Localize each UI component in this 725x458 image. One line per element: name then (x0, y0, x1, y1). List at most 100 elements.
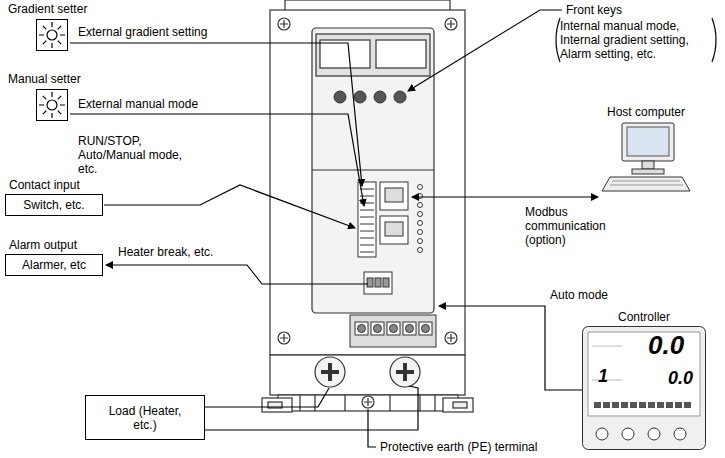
base-heatsink-part (443, 398, 473, 412)
controller-panel-part-part (639, 402, 646, 408)
function-note: Internal manual mode, Internal gradient … (560, 19, 710, 61)
signal-label: RUN/STOP, Auto/Manual mode, etc. (78, 134, 196, 176)
terminal-block-part (355, 322, 368, 335)
power-unit-housing-part (445, 332, 457, 344)
setter-icon (36, 19, 68, 51)
controller-panel-part-part (594, 402, 601, 408)
computer-icon-part (602, 177, 690, 191)
leader-lines-part (439, 306, 582, 390)
connectors-part (418, 230, 423, 235)
connectors-part (418, 248, 423, 253)
controller-panel-part (596, 428, 686, 440)
controller-panel-part-part (675, 402, 682, 408)
connectors (358, 182, 423, 294)
box-heading: Contact input (5, 178, 103, 192)
knob-symbol (37, 20, 67, 50)
power-unit-housing (270, 0, 465, 355)
connectors-part (383, 278, 389, 287)
base-heatsink-part (396, 363, 414, 381)
setter-name: Manual setter (8, 72, 81, 86)
leader-lines (70, 10, 716, 447)
load-box: Load (Heater, etc.) (85, 395, 205, 440)
connectors-part (418, 221, 423, 226)
part-label: Protective earth (PE) terminal (380, 440, 537, 454)
base-heatsink-part (262, 398, 292, 412)
connectors-part (418, 212, 423, 217)
base-heatsink-part (278, 395, 458, 411)
computer-icon-part (622, 123, 674, 161)
terminal-block-part (406, 325, 414, 333)
device-box: Alarmer, etc (5, 254, 103, 276)
connectors-part (418, 203, 423, 208)
host-node: Host computer (600, 105, 692, 193)
connectors-part (385, 188, 403, 202)
base-heatsink (262, 355, 473, 412)
power-unit-housing-part (312, 28, 434, 313)
base-heatsink-part (315, 357, 345, 387)
power-unit-housing-part (447, 334, 455, 342)
leader-lines-part (106, 265, 368, 284)
signal-label: External gradient setting (78, 25, 207, 39)
controller-panel-part (583, 327, 706, 450)
leader-lines-part (205, 388, 329, 407)
computer-icon-part (642, 161, 654, 169)
computer-icon (600, 121, 692, 193)
setter-icon (36, 89, 68, 121)
computer-icon-holder (600, 121, 692, 193)
controller-panel-part-part (648, 428, 660, 440)
computer-icon-part (627, 127, 669, 156)
terminal-block-part (422, 325, 430, 333)
base-heatsink-part (453, 402, 467, 408)
front-keys (334, 91, 406, 103)
knob-symbol-part (39, 92, 65, 118)
terminal-block-part (374, 325, 382, 333)
terminal-block-part (403, 322, 416, 335)
power-unit-housing-part (445, 18, 457, 30)
connectors-part (375, 278, 381, 287)
power-unit-housing-part (280, 20, 288, 28)
power-unit-housing-part (278, 332, 290, 344)
controller-panel-part (594, 402, 691, 408)
knob-symbol-part (47, 100, 57, 110)
connectors-part (380, 216, 408, 244)
terminal-block-part (358, 325, 366, 333)
controller-panel-part-part (630, 402, 637, 408)
leader-lines-part (412, 196, 598, 197)
power-unit-housing-part (278, 18, 290, 30)
box-text: Switch, etc. (8, 198, 100, 212)
device-box: Switch, etc. (5, 194, 103, 216)
terminal-block-part (387, 322, 400, 335)
boxed-node: Contact inputSwitch, etc. (5, 178, 103, 216)
load-text: Load (Heater, etc.) (103, 404, 187, 432)
power-unit-housing-part (447, 20, 455, 28)
controller-panel (582, 326, 706, 450)
controller-panel-part-part (603, 402, 610, 408)
terminal-block (350, 315, 436, 347)
knob-symbol (37, 90, 67, 120)
base-heatsink-part (364, 398, 372, 406)
controller-panel-part-part (684, 402, 691, 408)
power-unit-housing-part (320, 40, 370, 68)
power-unit-housing-part (376, 40, 426, 68)
front-keys-part (354, 91, 366, 103)
connectors-part (418, 194, 423, 199)
terminal-block-part (419, 322, 432, 335)
base-heatsink-part (390, 357, 420, 387)
display-digits: 1 (598, 366, 608, 386)
controller-panel-part-part (674, 428, 686, 440)
controller-panel-part-part (666, 402, 673, 408)
terminal-block-part (390, 325, 398, 333)
computer-icon-part (610, 181, 683, 185)
setter-node: Manual setter (8, 72, 81, 121)
signal-label: Modbus communication (option) (525, 205, 637, 247)
base-heatsink-part (362, 396, 374, 408)
connectors-part (418, 239, 423, 244)
signal-label: External manual mode (78, 97, 198, 111)
connectors-part (385, 222, 403, 236)
computer-icon-part (632, 169, 664, 174)
power-unit-housing-part (270, 10, 465, 355)
boxed-node: Alarm outputAlarmer, etc (5, 238, 103, 276)
controller-icon-holder (582, 326, 706, 450)
terminal-block-part (371, 322, 384, 335)
connectors-part (380, 182, 408, 210)
